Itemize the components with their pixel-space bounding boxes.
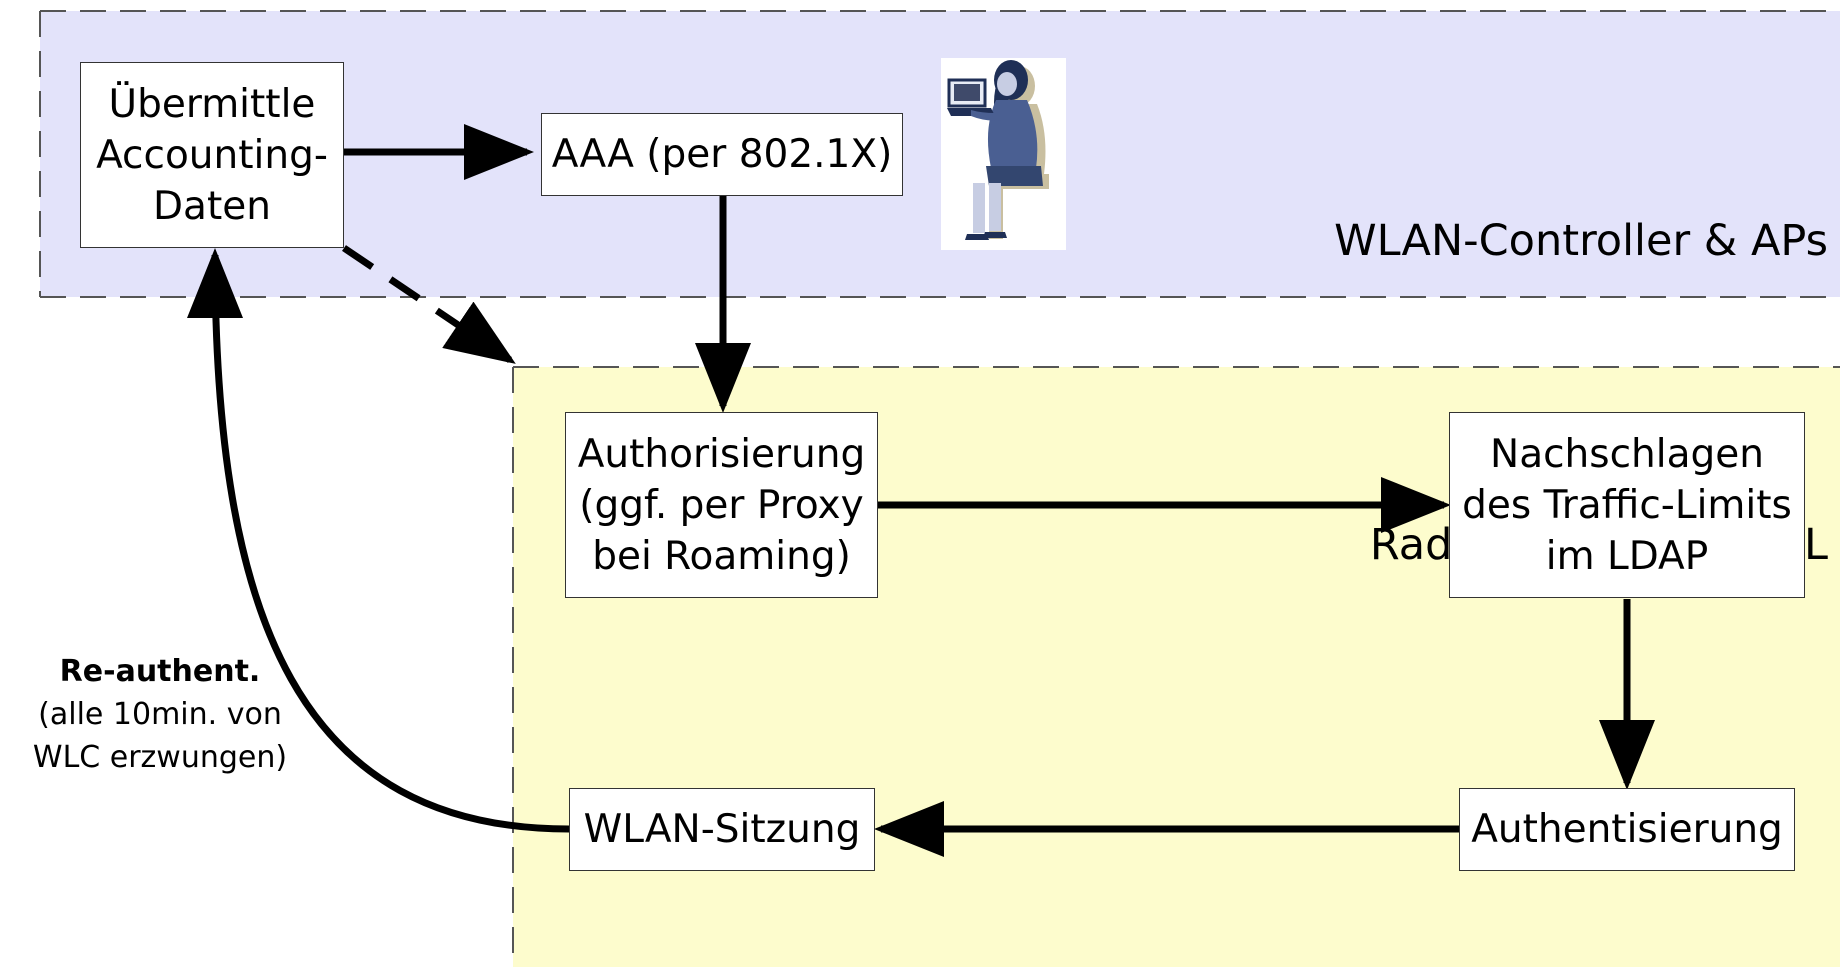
node-authorization-label: Authorisierung (ggf. per Proxy bei Roami… [577,431,866,579]
node-accounting-label: Übermittle Accounting- Daten [96,81,328,229]
node-authentication: Authentisierung [1459,788,1795,871]
wlan-region-label: WLAN-Controller & APs [1334,216,1828,266]
node-aaa-label: AAA (per 802.1X) [551,132,893,177]
edge-accounting-to-radius-dashed [342,245,516,364]
node-authorization: Authorisierung (ggf. per Proxy bei Roami… [565,412,878,598]
person-with-laptop-icon [941,58,1066,250]
node-wlan-session: WLAN-Sitzung [569,788,875,871]
node-aaa: AAA (per 802.1X) [541,113,903,196]
reauth-title: Re-authent. [59,654,261,689]
edge-reauth-curve [187,248,570,833]
reauth-detail: (alle 10min. von WLC erzwungen) [32,697,288,775]
node-ldap-lookup: Nachschlagen des Traffic-Limits im LDAP [1449,412,1805,598]
node-accounting: Übermittle Accounting- Daten [80,62,344,248]
reauth-edge-label: Re-authent. (alle 10min. von WLC erzwung… [0,650,320,779]
node-ldap-lookup-label: Nachschlagen des Traffic-Limits im LDAP [1462,431,1792,579]
node-authentication-label: Authentisierung [1471,807,1783,852]
node-wlan-session-label: WLAN-Sitzung [583,807,861,852]
wlan-region-border [39,10,1840,298]
